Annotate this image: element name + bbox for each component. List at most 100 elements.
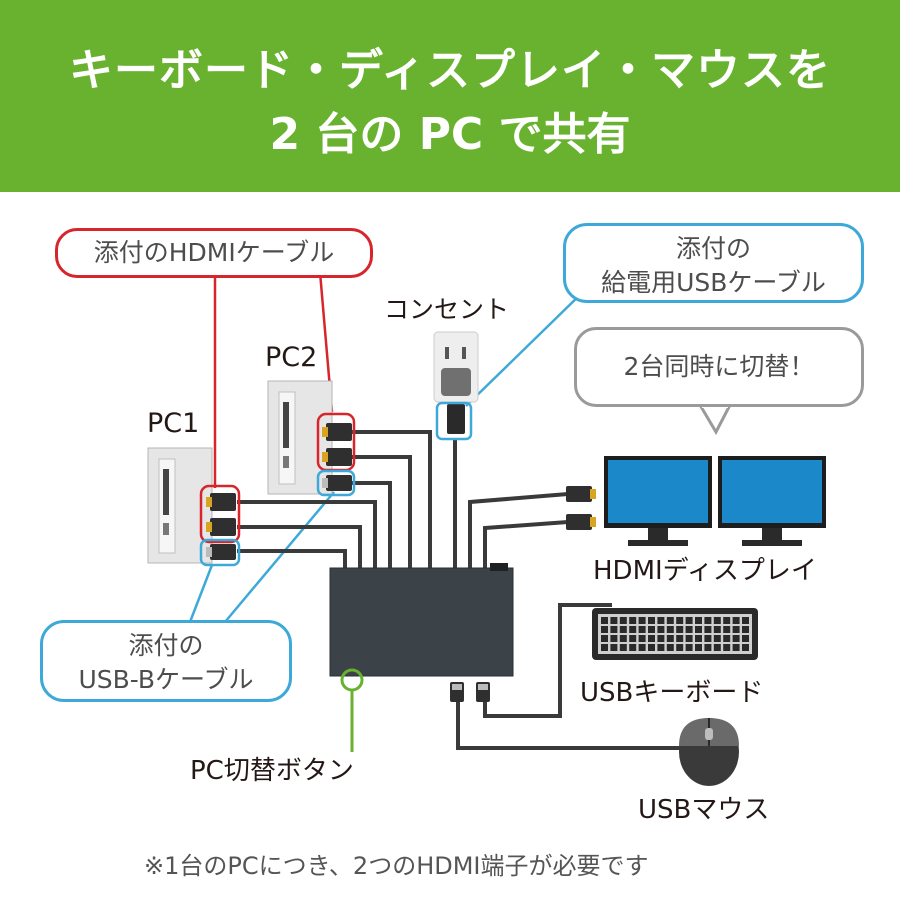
keyboard-key bbox=[732, 635, 740, 642]
pc2-tower-icon bbox=[267, 380, 333, 495]
keyboard-key bbox=[610, 635, 618, 642]
outlet-label: コンセント bbox=[384, 295, 510, 324]
keyboard-key bbox=[648, 644, 655, 651]
keyboard-key bbox=[601, 617, 608, 624]
switch-bubble-text: 2台同時に切替！ bbox=[623, 352, 815, 381]
title-line-1: キーボード・ディスプレイ・マウスを bbox=[69, 45, 831, 96]
bubble-tail bbox=[697, 403, 733, 436]
pc2-label: PC2 bbox=[265, 342, 318, 373]
keyboard-key bbox=[723, 644, 731, 651]
mouse-icon bbox=[679, 718, 739, 786]
keyboard-key bbox=[676, 626, 684, 633]
pc1-label: PC1 bbox=[147, 408, 200, 439]
keyboard-key bbox=[619, 626, 627, 633]
keyboard-key bbox=[713, 644, 721, 651]
keyboard-key bbox=[732, 617, 740, 624]
hdmi-cable-callout-text: 添付のHDMIケーブル bbox=[93, 238, 335, 267]
kvm-switch-icon bbox=[329, 563, 514, 677]
keyboard-key bbox=[619, 617, 627, 624]
keyboard-key bbox=[723, 626, 731, 633]
title-line-2: 2 台の PC で共有 bbox=[269, 109, 631, 160]
pc1-hdmi-plugs bbox=[206, 493, 236, 536]
keyboard-key bbox=[629, 635, 637, 642]
hdmi-cable-callout: 添付のHDMIケーブル bbox=[55, 228, 373, 278]
keyboard-key bbox=[742, 635, 749, 642]
keyboard-key bbox=[610, 644, 618, 651]
keyboard-key bbox=[742, 617, 749, 624]
keyboard-key bbox=[695, 644, 702, 651]
usbb-callout-line-pc2 bbox=[224, 491, 335, 623]
keyboard-key bbox=[610, 626, 618, 633]
keyboard-key bbox=[704, 626, 712, 633]
monitor-right-icon bbox=[718, 456, 826, 546]
keyboard-key bbox=[657, 635, 665, 642]
pc2-usb-plug bbox=[322, 475, 352, 491]
keyboard-key bbox=[619, 635, 627, 642]
keyboard-key bbox=[713, 635, 721, 642]
pc2-usb-highlight bbox=[316, 469, 356, 497]
keyboard-key bbox=[695, 617, 702, 624]
keyboard-key bbox=[685, 626, 693, 633]
display-label: HDMIディスプレイ bbox=[593, 556, 817, 586]
pc1-usb-highlight bbox=[199, 538, 241, 567]
keyboard-keys bbox=[601, 617, 749, 651]
keyboard-key bbox=[695, 635, 702, 642]
pc1-hdmi-highlight bbox=[199, 484, 241, 544]
cables bbox=[237, 430, 680, 750]
footnote: ※1台のPCにつき、2つのHDMI端子が必要です bbox=[144, 852, 649, 880]
keyboard-key bbox=[619, 644, 627, 651]
usb-b-callout-line1: 添付の bbox=[128, 631, 204, 660]
keyboard-label: USBキーボード bbox=[580, 678, 764, 708]
usb-b-callout-line2: USB-Bケーブル bbox=[78, 665, 254, 694]
keyboard-key bbox=[685, 617, 693, 624]
keyboard-icon bbox=[592, 608, 758, 660]
keyboard-key bbox=[732, 626, 740, 633]
keyboard-key bbox=[685, 635, 693, 642]
keyboard-key bbox=[638, 644, 646, 651]
pc1-usb-plug bbox=[206, 544, 236, 560]
keyboard-key bbox=[732, 644, 740, 651]
pc2-hdmi-plugs bbox=[322, 423, 352, 466]
power-usb-callout-line bbox=[465, 289, 586, 407]
switch-button-label: PC切替ボタン bbox=[190, 756, 354, 786]
keyboard-key bbox=[657, 644, 665, 651]
keyboard-key bbox=[704, 644, 712, 651]
keyboard-key bbox=[695, 626, 702, 633]
keyboard-key bbox=[601, 626, 608, 633]
keyboard-key bbox=[638, 626, 646, 633]
display-hdmi-plugs bbox=[566, 486, 596, 530]
keyboard-key bbox=[629, 617, 637, 624]
keyboard-key bbox=[685, 644, 693, 651]
keyboard-key bbox=[629, 626, 637, 633]
usbb-callout-line-pc1 bbox=[188, 564, 214, 623]
power-usb-callout: 添付の 給電用USBケーブル bbox=[563, 223, 864, 303]
keyboard-key bbox=[610, 617, 618, 624]
keyboard-key bbox=[666, 617, 674, 624]
title-banner: キーボード・ディスプレイ・マウスを 2 台の PC で共有 bbox=[0, 0, 900, 192]
power-usb-callout-line1: 添付の bbox=[675, 234, 751, 263]
keyboard-key bbox=[638, 617, 646, 624]
keyboard-key bbox=[713, 626, 721, 633]
mouse-label: USBマウス bbox=[638, 795, 770, 825]
power-outlet-icon bbox=[433, 331, 479, 434]
keyboard-key bbox=[723, 617, 731, 624]
keyboard-key bbox=[676, 617, 684, 624]
usb-output-plugs bbox=[450, 682, 490, 702]
keyboard-key bbox=[648, 635, 655, 642]
keyboard-key bbox=[742, 626, 749, 633]
keyboard-key bbox=[676, 644, 684, 651]
keyboard-key bbox=[676, 635, 684, 642]
keyboard-key bbox=[601, 635, 608, 642]
keyboard-key bbox=[657, 626, 665, 633]
keyboard-key bbox=[704, 617, 712, 624]
keyboard-key bbox=[666, 635, 674, 642]
keyboard-key bbox=[742, 644, 749, 651]
switch-speech-bubble: 2台同時に切替！ bbox=[574, 327, 864, 407]
usb-b-cable-callout: 添付の USB-Bケーブル bbox=[40, 620, 292, 702]
pc1-tower-icon bbox=[147, 447, 213, 564]
keyboard-key bbox=[704, 635, 712, 642]
keyboard-key bbox=[657, 617, 665, 624]
keyboard-key bbox=[666, 644, 674, 651]
keyboard-key bbox=[723, 635, 731, 642]
